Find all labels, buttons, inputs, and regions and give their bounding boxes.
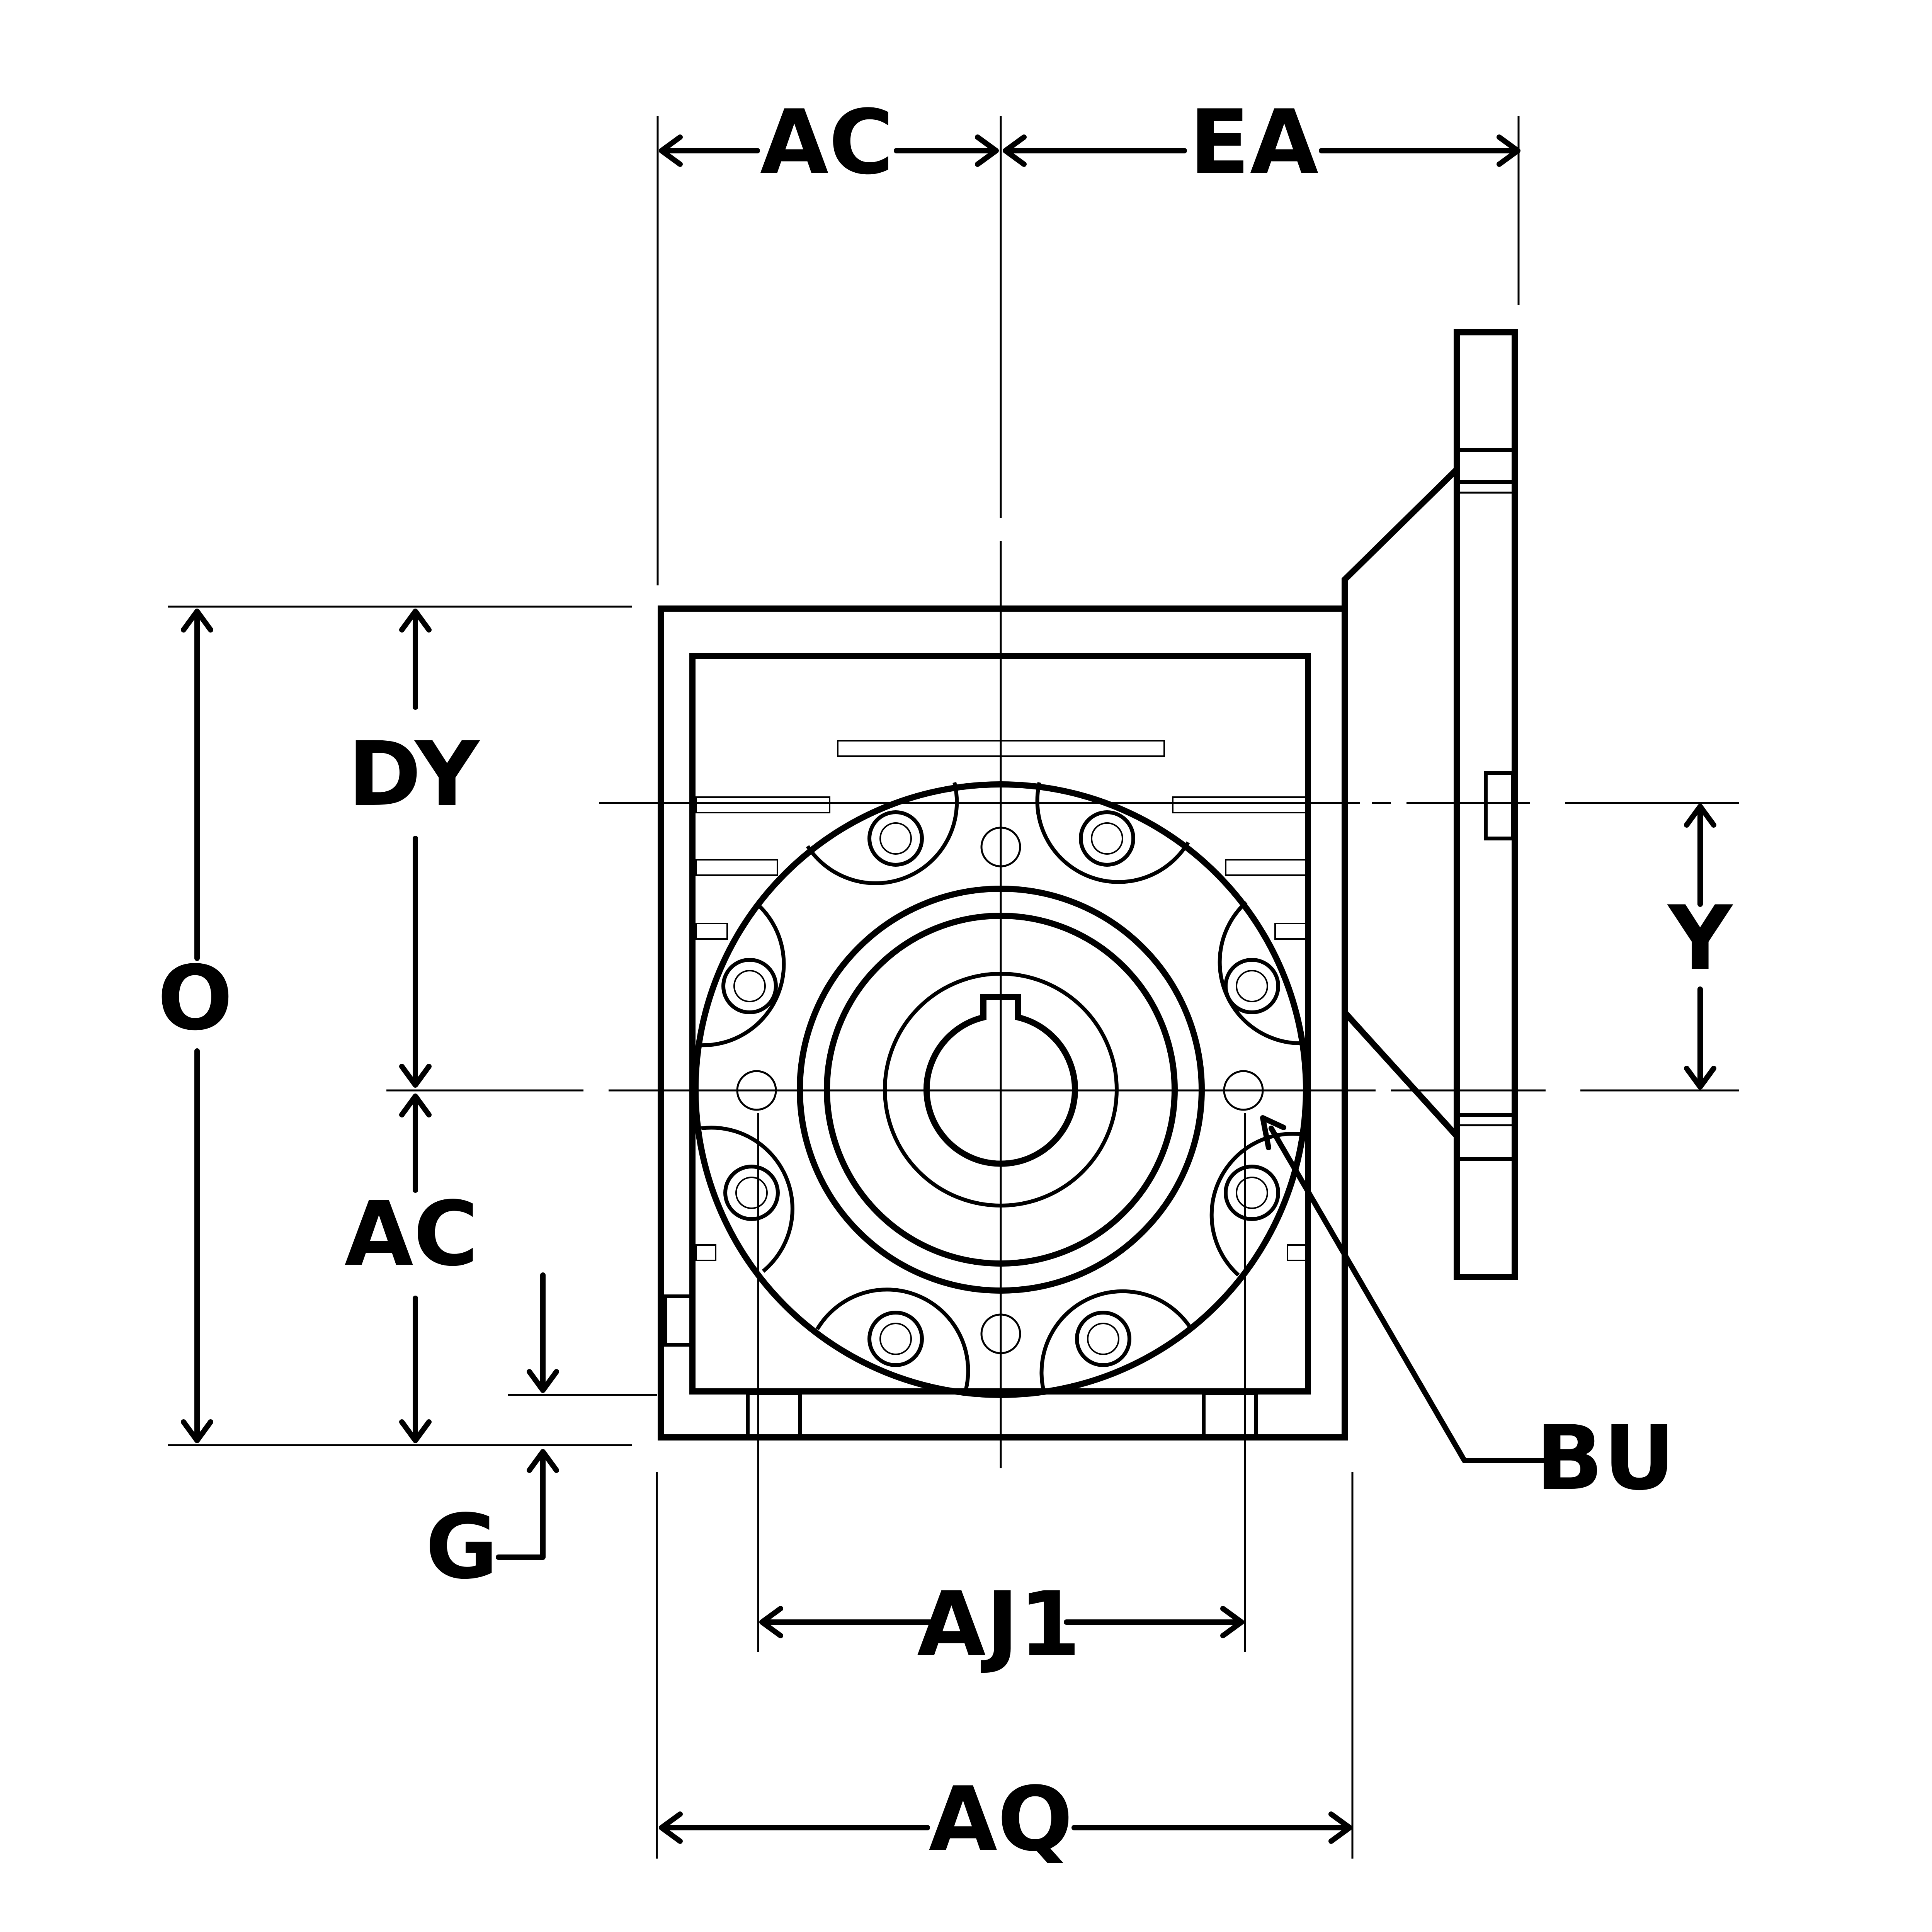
label-ac-top: AC — [760, 91, 894, 194]
dim-o: O — [157, 609, 233, 1443]
gearbox-housing — [658, 605, 1348, 1440]
label-o: O — [157, 947, 233, 1050]
bolt-top-right — [1079, 810, 1135, 867]
label-aj1: AJ1 — [917, 1573, 1081, 1676]
keyed-bore — [923, 994, 1078, 1167]
housing-left-tab — [663, 1294, 694, 1347]
motor-flange-side-view — [1342, 329, 1518, 1280]
dim-aq: AQ — [659, 1768, 1352, 1871]
dim-bu: BU — [1260, 1115, 1675, 1510]
dim-ea: EA — [1003, 91, 1520, 194]
bolt-thread-icon — [1236, 1177, 1268, 1209]
bolt-pocket-left-upper — [699, 903, 786, 1048]
bolt-bottom-right — [1075, 1311, 1131, 1367]
bolt-thread-icon — [735, 1177, 768, 1209]
arrow-up-icon — [527, 1449, 559, 1473]
bolt-head-icon — [867, 1311, 924, 1367]
label-bu: BU — [1536, 1407, 1675, 1510]
arrow-left-icon — [659, 1811, 683, 1844]
label-ac-left: AC — [345, 1183, 479, 1286]
bolt-thread-icon — [879, 822, 912, 855]
bolt-right-lower — [1224, 1165, 1280, 1221]
bolt-head-icon — [867, 810, 924, 867]
label-dy: DY — [348, 723, 480, 826]
housing-slot-right-1 — [1172, 796, 1307, 813]
dim-y: Y — [1667, 804, 1733, 1090]
dim-aj1: AJ1 — [759, 1573, 1244, 1676]
bolt-head-icon — [1075, 1311, 1131, 1367]
arrow-left-icon — [1003, 134, 1027, 167]
dim-dy: DY — [348, 609, 480, 1088]
dim-g-leader — [496, 1451, 546, 1560]
arrow-left-icon — [659, 134, 683, 167]
label-g: G — [425, 1496, 498, 1599]
arrow-right-icon — [975, 134, 999, 167]
flange-upper-link — [1342, 467, 1459, 612]
housing-slot-right-3 — [1274, 923, 1307, 940]
bolt-pocket-right-lower — [1209, 1132, 1301, 1277]
bolt-thread-icon — [879, 1323, 912, 1355]
housing-slot-left-1 — [696, 796, 830, 813]
arrow-down-icon — [399, 1064, 432, 1088]
centerlines — [386, 116, 1739, 1468]
bolt-left-upper — [721, 958, 778, 1014]
dim-ac-left: AC — [345, 1094, 479, 1443]
dim-g: G — [425, 1272, 559, 1599]
arrow-down-icon — [399, 1419, 432, 1443]
bolt-pocket-bottom-left — [815, 1287, 970, 1390]
housing-slot-left-4 — [696, 1244, 716, 1261]
housing-outer-frame — [658, 605, 1348, 1440]
bolt-bottom-left — [867, 1311, 924, 1367]
label-y: Y — [1667, 887, 1733, 990]
bolt-thread-icon — [1236, 970, 1268, 1002]
housing-slot-right-2 — [1225, 859, 1308, 876]
arrow-pointer-icon — [1260, 1115, 1286, 1150]
dim-ac-top: AC — [659, 91, 999, 194]
arrow-up-icon — [181, 609, 213, 633]
bolt-right-upper — [1224, 958, 1280, 1014]
bolt-head-icon — [1224, 1165, 1280, 1221]
bolt-pocket-left-lower — [701, 1126, 794, 1273]
arrow-left-icon — [759, 1606, 783, 1638]
housing-slot-right-4 — [1287, 1244, 1308, 1261]
bolt-pocket-top-right — [1035, 782, 1190, 884]
arrow-down-icon — [181, 1419, 213, 1443]
arrow-down-icon — [1684, 1066, 1716, 1090]
housing-foot-right — [1202, 1391, 1258, 1439]
bolt-head-icon — [723, 1165, 780, 1221]
arrow-up-icon — [399, 1094, 432, 1117]
extension-lines — [168, 116, 1520, 1859]
label-ea: EA — [1189, 91, 1318, 194]
bolt-pocket-top-left — [806, 782, 959, 885]
arrow-right-icon — [1220, 1606, 1244, 1638]
arrow-up-icon — [1684, 804, 1716, 828]
bolt-thread-icon — [1091, 822, 1123, 855]
flange-lower-link — [1342, 1010, 1459, 1138]
bolt-left-lower — [723, 1165, 780, 1221]
housing-foot-left — [746, 1391, 802, 1439]
bolt-head-icon — [721, 958, 778, 1014]
housing-slot-left-3 — [696, 923, 728, 940]
housing-slot-left-2 — [696, 859, 778, 876]
bolt-thread-icon — [1087, 1323, 1119, 1355]
flange-pilot — [1484, 771, 1515, 840]
arrow-up-icon — [399, 609, 432, 633]
bu-leader-line — [1269, 1126, 1548, 1463]
bolt-head-icon — [1079, 810, 1135, 867]
bolt-pocket-bottom-right — [1039, 1289, 1192, 1390]
arrow-right-icon — [1328, 1811, 1352, 1844]
label-aq: AQ — [929, 1768, 1073, 1871]
bolt-thread-icon — [733, 970, 766, 1002]
bolt-head-icon — [1224, 958, 1280, 1014]
arrow-right-icon — [1497, 134, 1520, 167]
bolt-top-left — [867, 810, 924, 867]
arrow-down-icon — [527, 1369, 559, 1393]
